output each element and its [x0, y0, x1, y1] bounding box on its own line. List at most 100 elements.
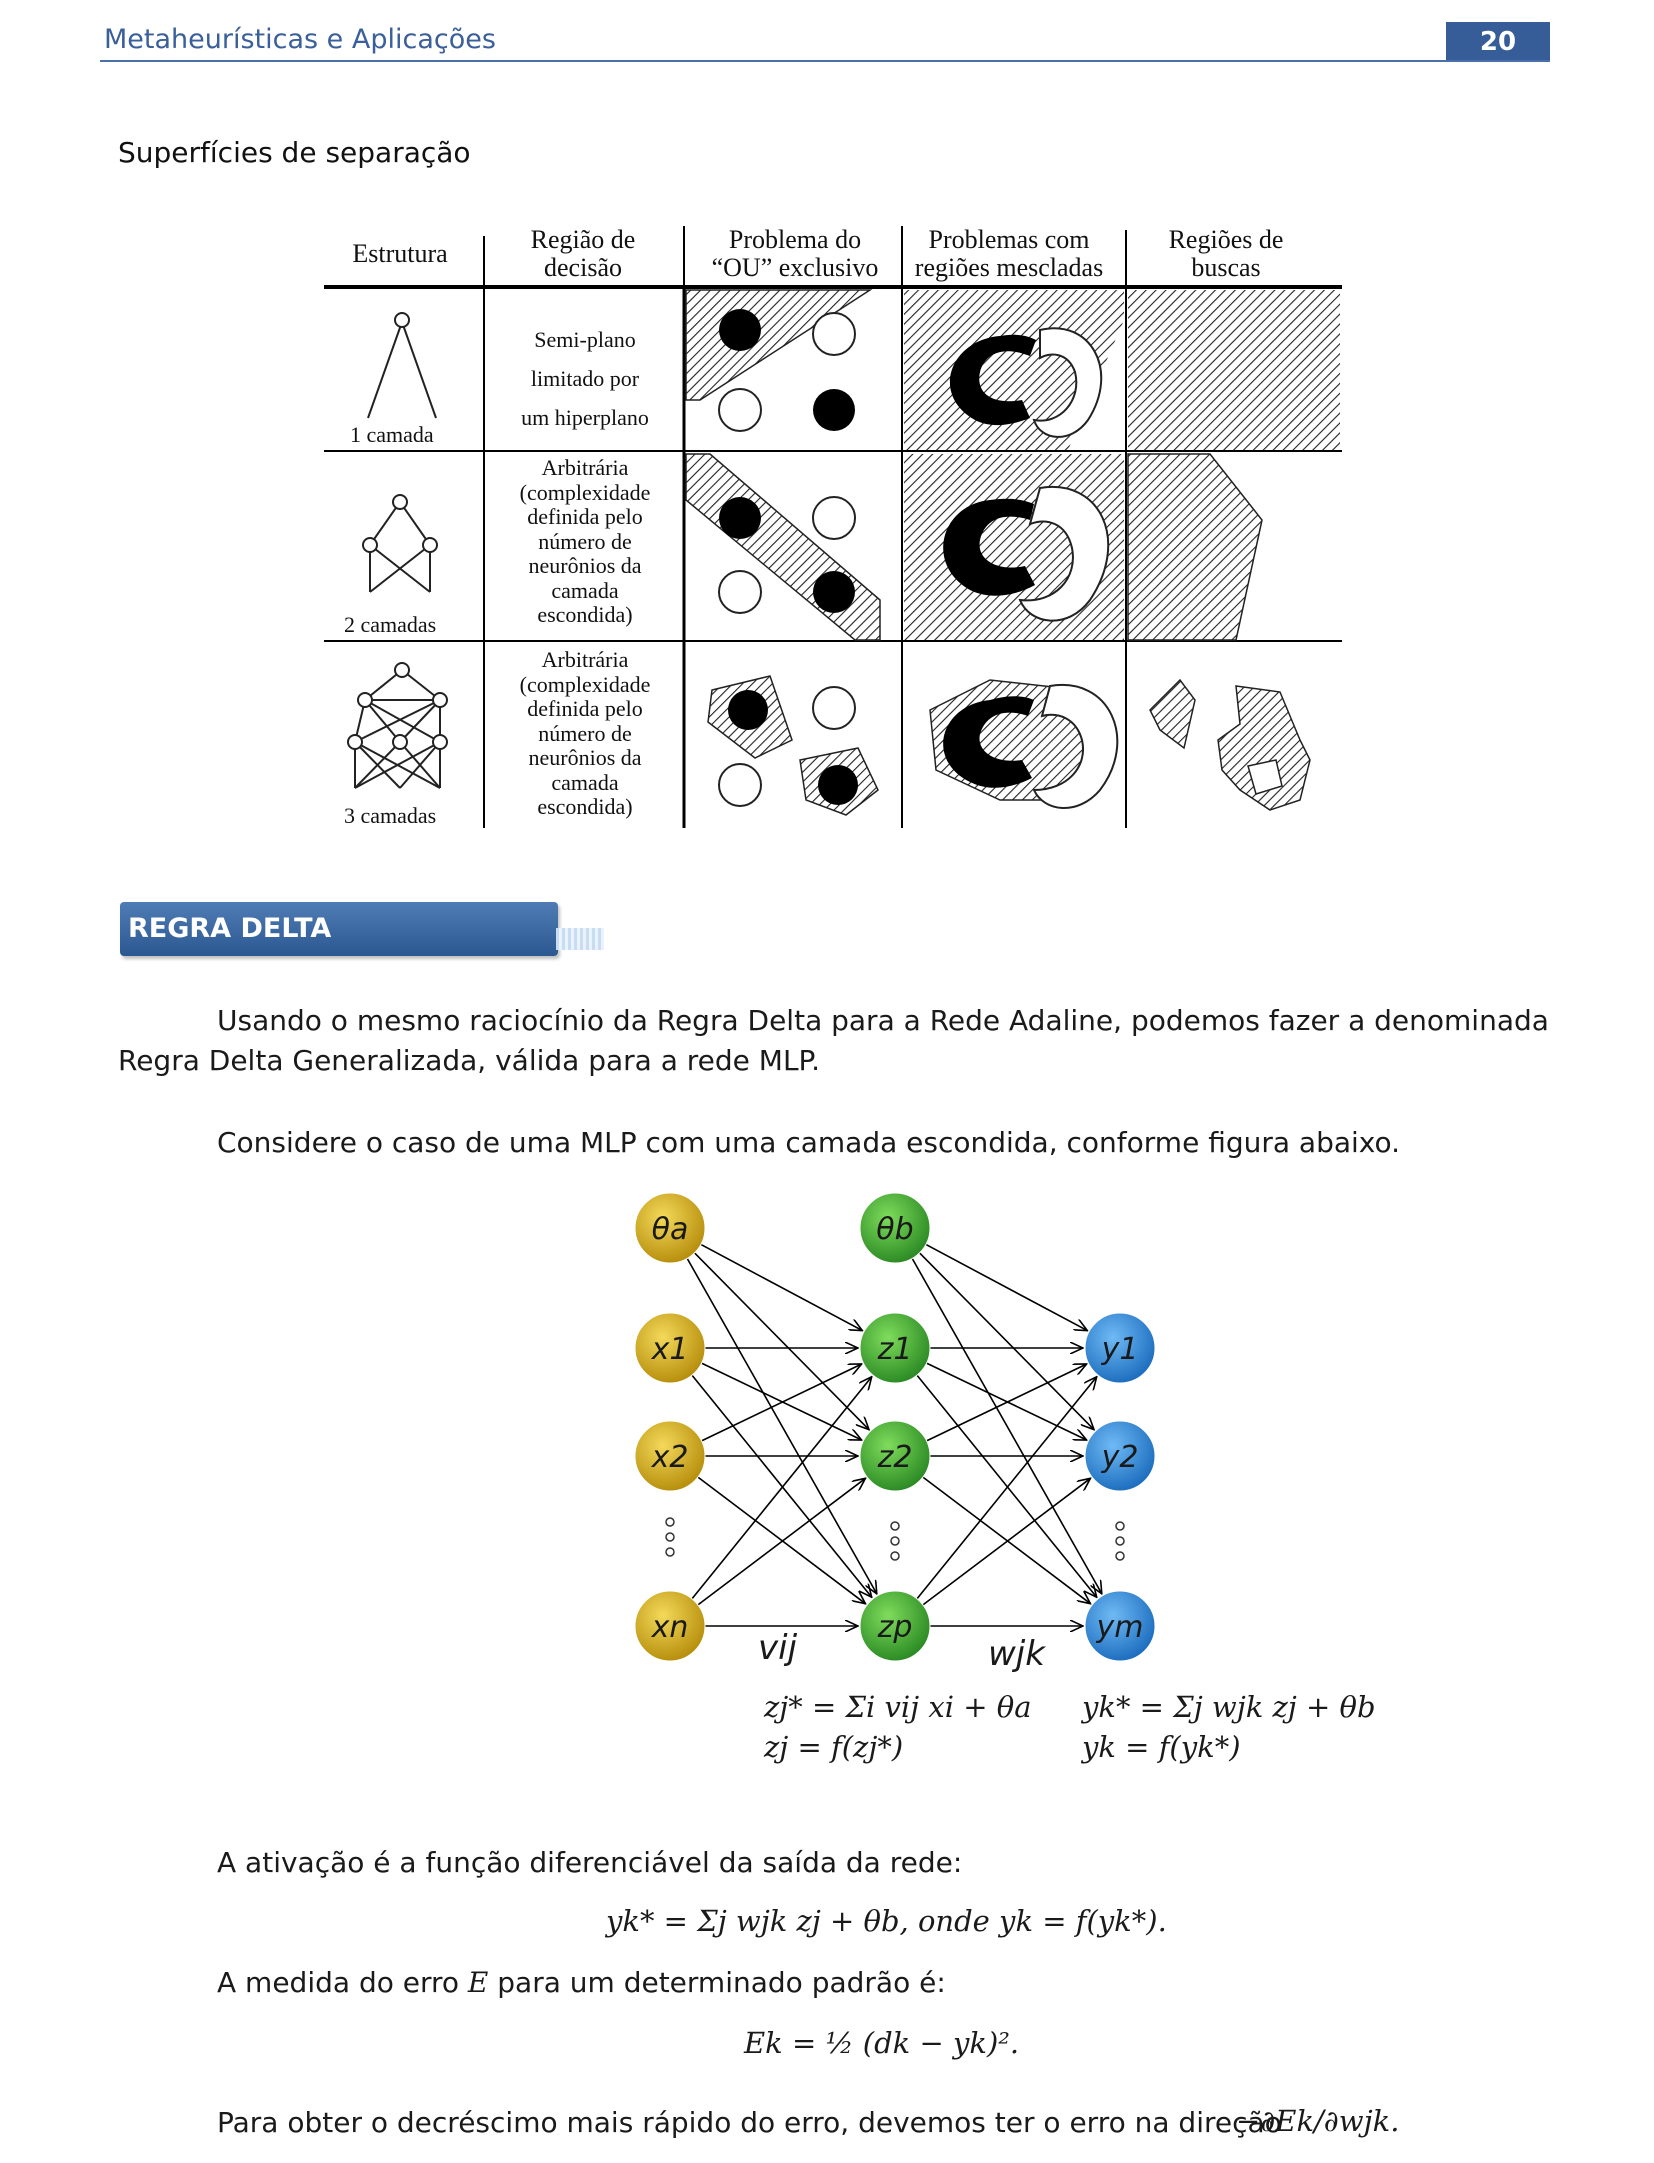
search-row2-illustration	[1127, 453, 1340, 641]
equation-activation: yk* = Σj wjk zj + θb, onde yk = f(yk*).	[606, 1904, 1167, 1938]
network-connection	[697, 1476, 866, 1604]
output-node: y1	[1084, 1312, 1156, 1384]
xor-row1-illustration	[685, 289, 873, 432]
network-connection	[916, 1377, 1097, 1600]
hidden-node: z1	[859, 1312, 931, 1384]
header-region-line1: Região de	[530, 225, 636, 254]
network-connection	[691, 1377, 872, 1600]
hidden-node: z2	[859, 1420, 931, 1492]
network-connection	[922, 1478, 1091, 1606]
page-number-badge: 20	[1446, 22, 1550, 62]
row1-region-text: Semi-plano limitado por um hiperplano	[488, 320, 682, 437]
row3-region-line: Arbitrária	[541, 647, 629, 672]
input-node-label: x1	[651, 1332, 689, 1367]
header-region-line2: decisão	[544, 253, 622, 282]
row3-layer-label: 3 camadas	[344, 803, 437, 828]
paragraph-5: Para obter o decréscimo mais rápido do e…	[217, 2106, 1282, 2139]
paragraph-1-line-1: Usando o mesmo raciocínio da Regra Delta…	[217, 1004, 1549, 1037]
network-connection	[700, 1243, 862, 1330]
mixed-row3-illustration	[929, 679, 1119, 809]
row2-region-line: camada	[551, 577, 619, 603]
header-mixed-line2: regiões mescladas	[914, 253, 1104, 282]
equation-y-star: yk* = Σj wjk zj + θb	[1082, 1690, 1376, 1724]
hidden-node-label: z2	[877, 1440, 913, 1475]
equation-z-star: zj* = Σi vij xi + θa	[764, 1690, 1032, 1724]
network-connection	[922, 1476, 1091, 1604]
row3-region-line: camada	[551, 769, 619, 795]
row2-region-line: escondida)	[537, 602, 633, 627]
header-xor-line2: “OU” exclusivo	[711, 253, 879, 282]
header-structure: Estrutura	[352, 239, 448, 268]
weight-label-w: wjk	[988, 1634, 1045, 1674]
row3-region-line: escondida)	[537, 794, 633, 819]
input-node: θa	[634, 1192, 706, 1264]
header-rule	[100, 60, 1550, 62]
row2-region-line: (complexidade	[519, 479, 651, 505]
xor-row3-illustration	[707, 675, 879, 816]
row2-layer-label: 2 camadas	[344, 612, 437, 637]
row3-region-text: Arbitrária (complexidade definida pelo n…	[488, 647, 682, 820]
row1-layer-label: 1 camada	[350, 422, 434, 447]
ellipsis-hidden	[890, 1521, 900, 1561]
hidden-node-label: θb	[876, 1212, 913, 1247]
output-node: y2	[1084, 1420, 1156, 1492]
input-node-label: θa	[652, 1212, 689, 1247]
output-node: ym	[1084, 1590, 1156, 1662]
hidden-node-label: zp	[877, 1610, 913, 1645]
network-connection	[694, 1252, 869, 1430]
output-node-label: y1	[1101, 1332, 1139, 1367]
row3-region-line: (complexidade	[519, 671, 651, 697]
row3-region-line: número de	[538, 720, 632, 746]
network-connection	[919, 1252, 1094, 1430]
row2-region-line: definida pelo	[527, 504, 643, 529]
p4-prefix: A medida do erro	[217, 1966, 468, 1999]
ellipsis-output	[1115, 1521, 1125, 1561]
paragraph-4: A medida do erro E para um determinado p…	[217, 1966, 946, 1999]
row2-region-line: neurônios da	[528, 553, 642, 578]
hidden-node-label: z1	[877, 1332, 913, 1367]
row2-region-line: número de	[538, 528, 632, 554]
network-connection	[926, 1364, 1087, 1442]
input-node: x2	[634, 1420, 706, 1492]
input-node-label: xn	[651, 1610, 689, 1645]
network-connection	[911, 1258, 1102, 1593]
header-search-line1: Regiões de	[1168, 225, 1284, 254]
hidden-node: θb	[859, 1192, 931, 1264]
network-connection	[925, 1243, 1087, 1330]
two-layer-icon	[362, 494, 438, 593]
network-connection	[697, 1478, 866, 1606]
section-banner: REGRA DELTA GENERALIZADA	[120, 902, 558, 998]
equation-gradient-direction: −∂Ek/∂wjk.	[1236, 2104, 1400, 2138]
input-node: x1	[634, 1312, 706, 1384]
row2-region-line: Arbitrária	[541, 455, 629, 480]
row2-region-text: Arbitrária (complexidade definida pelo n…	[488, 455, 682, 628]
network-connection	[916, 1374, 1097, 1597]
paragraph-2: Considere o caso de uma MLP com uma cama…	[217, 1126, 1401, 1159]
row1-region-line: Semi-plano	[534, 327, 636, 352]
row1-region-line: limitado por	[530, 366, 640, 391]
ellipsis-input	[665, 1517, 675, 1557]
hidden-node: zp	[859, 1590, 931, 1662]
three-layer-icon	[347, 662, 448, 789]
network-connection	[686, 1258, 877, 1593]
section-title: Superfícies de separação	[118, 136, 471, 169]
network-connection	[691, 1374, 872, 1597]
one-layer-icon	[367, 312, 437, 419]
equation-error: Ek = ½ (dk − yk)².	[744, 2026, 1020, 2060]
row3-region-line: definida pelo	[527, 696, 643, 721]
p4-suffix: para um determinado padrão é:	[488, 1966, 946, 1999]
search-row3-illustration	[1149, 678, 1311, 811]
mixed-row1-illustration	[904, 290, 1124, 450]
banner-decoration	[556, 928, 604, 950]
header-xor-line1: Problema do	[728, 225, 862, 254]
output-node-label: y2	[1101, 1440, 1139, 1475]
table-grid-and-illustrations	[324, 226, 1342, 828]
equation-z: zj = f(zj*)	[764, 1730, 904, 1764]
p4-var: E	[467, 1966, 489, 1999]
mixed-row2-illustration	[904, 454, 1124, 640]
row3-region-line: neurônios da	[528, 745, 642, 770]
header-search-line2: buscas	[1191, 253, 1261, 282]
network-connection	[701, 1364, 862, 1442]
xor-row2-illustration	[685, 453, 881, 641]
weight-label-v: vij	[758, 1628, 797, 1668]
